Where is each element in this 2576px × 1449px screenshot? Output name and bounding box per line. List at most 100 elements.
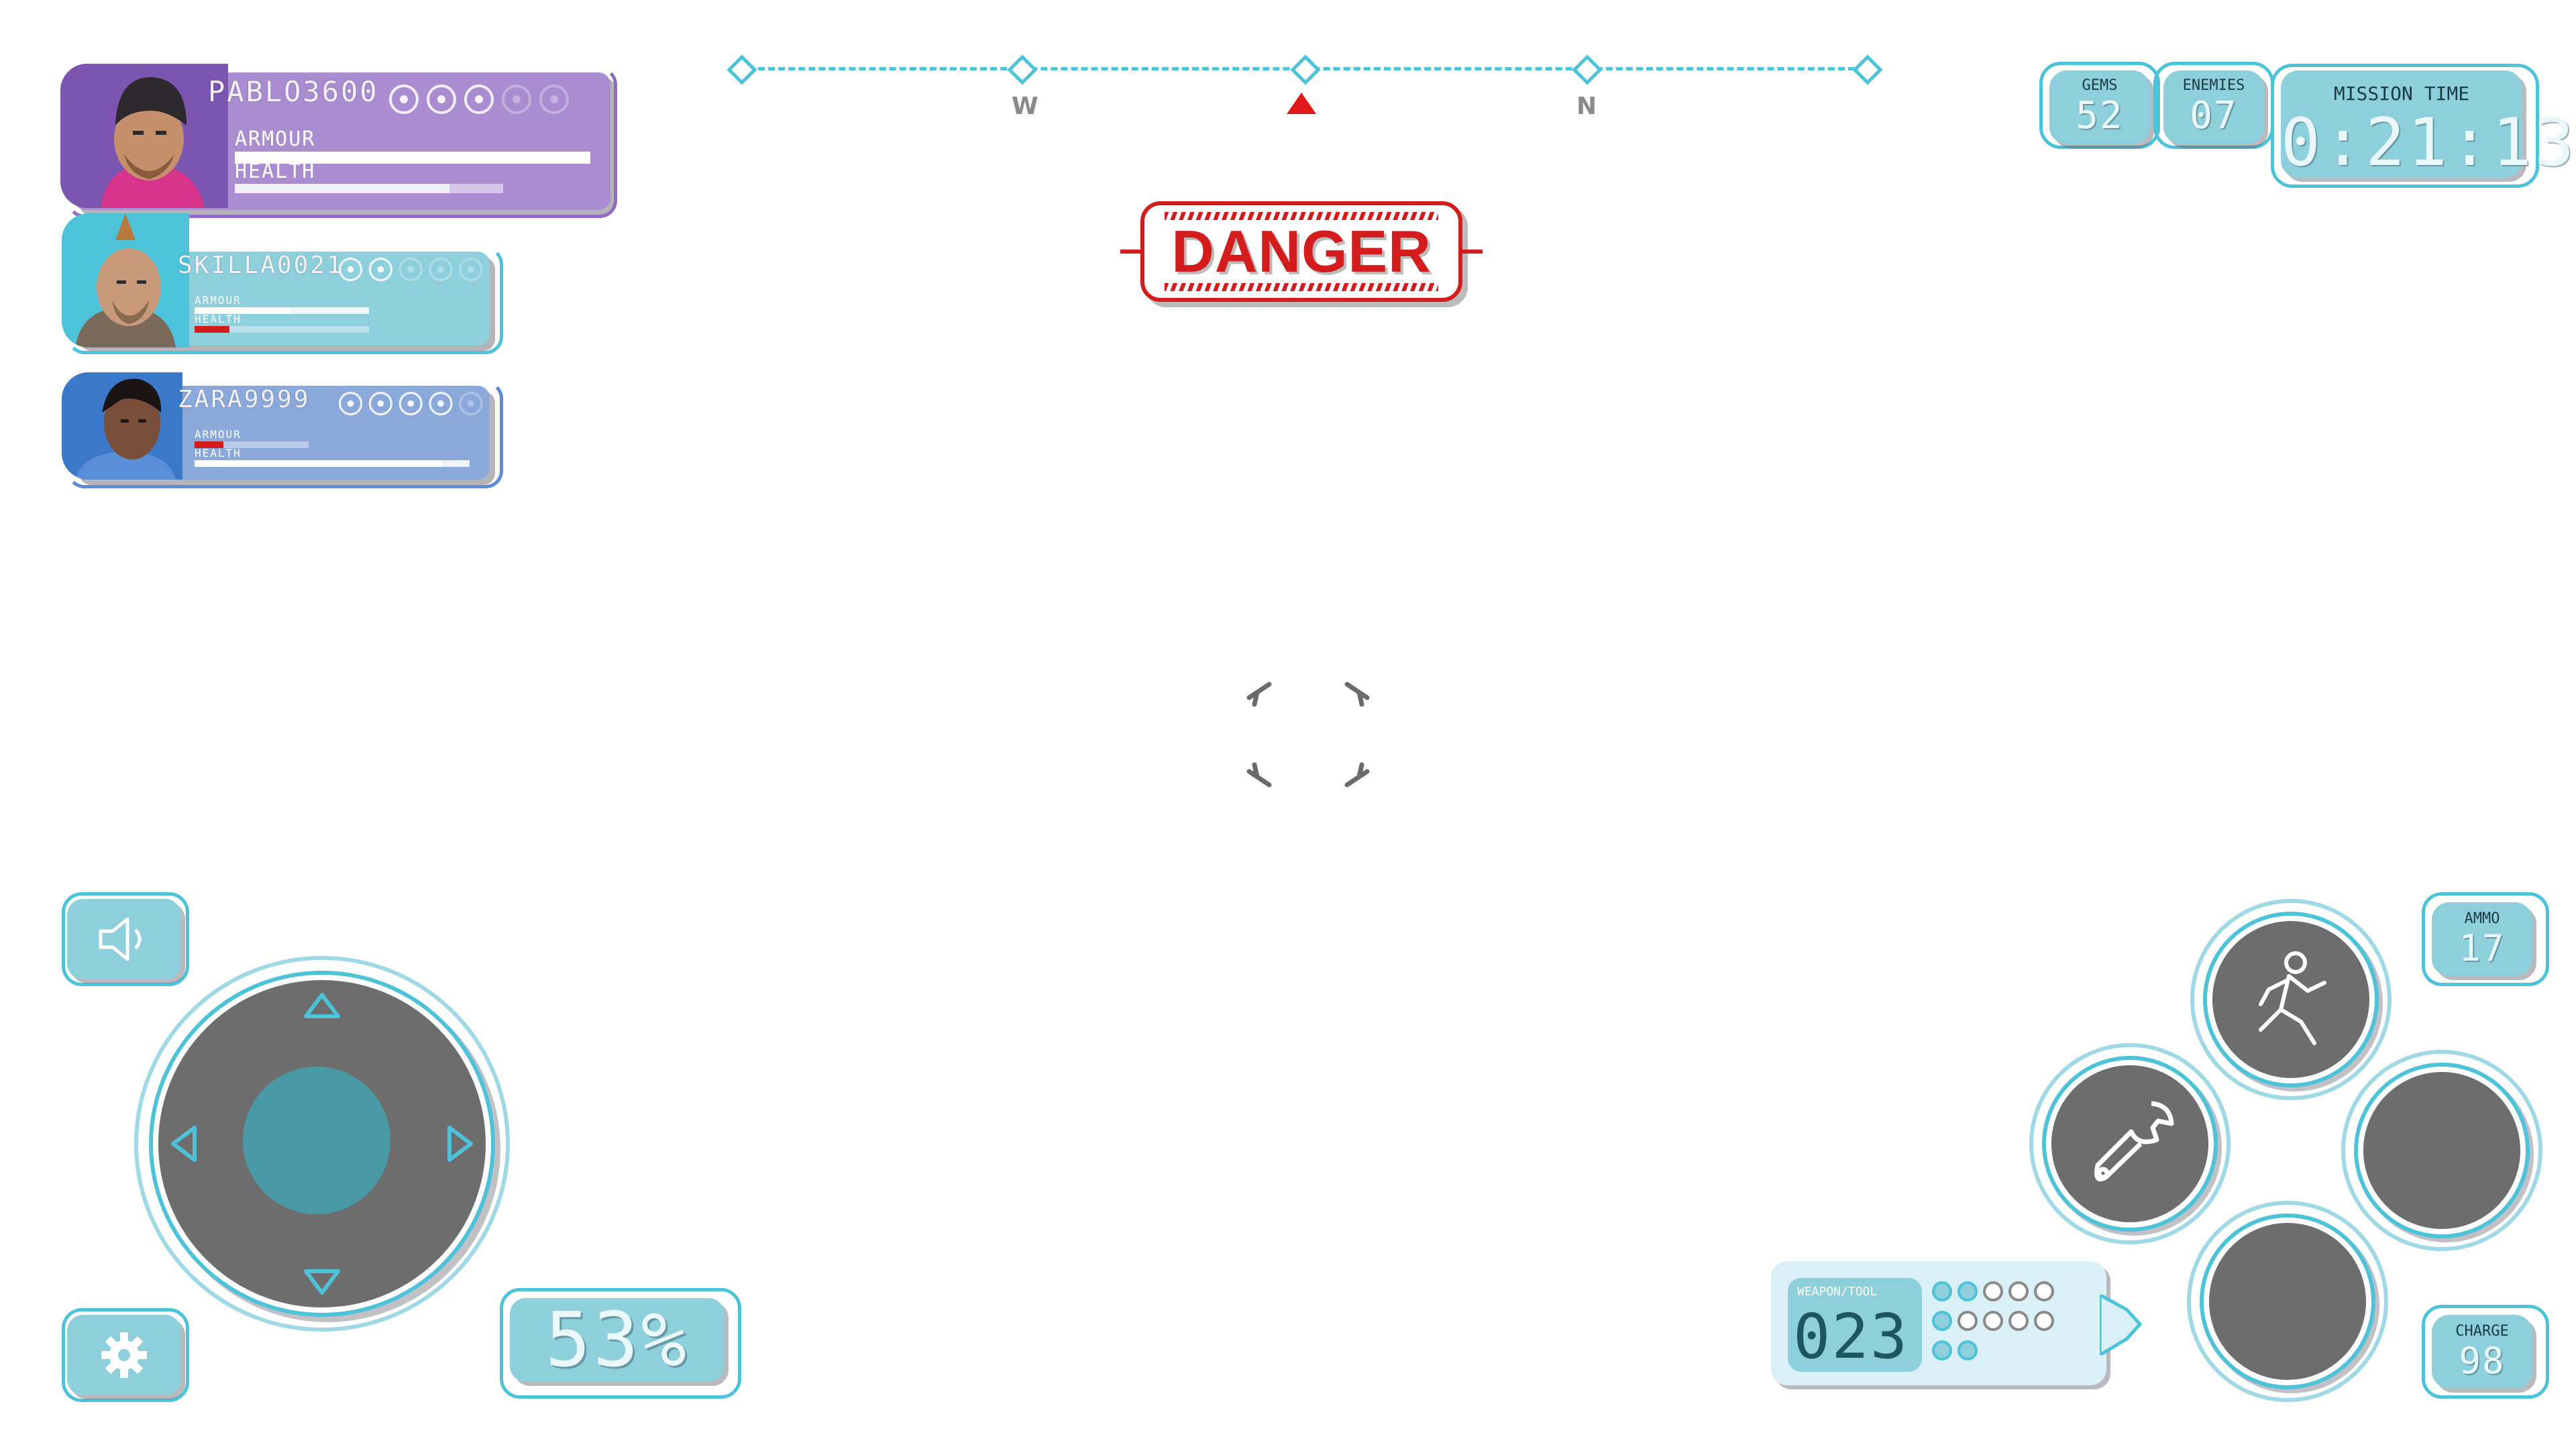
weapon-panel-tip	[2100, 1295, 2143, 1355]
health-bar	[195, 460, 470, 467]
weapon-value: 023	[1793, 1301, 1909, 1373]
armour-bar	[195, 307, 369, 314]
compass-tick	[1572, 54, 1603, 85]
weapon-slot	[1983, 1311, 2003, 1331]
running-man-icon	[2259, 951, 2326, 1045]
weapon-slot-blank	[2034, 1340, 2059, 1360]
arrow-right-icon	[447, 1126, 473, 1162]
weapon-slots	[1932, 1281, 2059, 1360]
life-ring	[398, 392, 423, 416]
health-bar	[195, 326, 369, 333]
health-label: HEALTH	[235, 160, 316, 183]
armour-label: ARMOUR	[195, 428, 241, 441]
player-avatar	[60, 64, 228, 208]
life-ring	[339, 258, 363, 282]
gems-counter: GEMS 52	[2049, 70, 2150, 144]
health-label: HEALTH	[195, 447, 241, 460]
compass-tick	[1852, 54, 1883, 85]
player-avatar	[62, 372, 182, 480]
weapon-slot	[2034, 1311, 2054, 1331]
lives-indicator	[339, 258, 483, 282]
mission-time-value: 0:21:13	[2281, 105, 2576, 181]
life-ring	[429, 392, 453, 416]
ammo-label: AMMO	[2464, 910, 2500, 927]
player-name: PABLO3600	[208, 75, 379, 108]
run-button[interactable]	[2207, 916, 2375, 1083]
sound-button[interactable]	[67, 899, 181, 979]
compass-tick	[1290, 54, 1321, 85]
lives-indicator	[389, 85, 569, 114]
weapon-slot	[2008, 1281, 2029, 1301]
arrow-down-icon	[304, 1269, 340, 1295]
player-name: ZARA9999	[178, 386, 311, 413]
enemies-label: ENEMIES	[2182, 77, 2245, 94]
weapon-display: WEAPON/TOOL 023	[1788, 1278, 1922, 1373]
life-ring	[427, 85, 456, 114]
percent-value: 53%	[545, 1296, 690, 1384]
health-bar-fill	[195, 460, 442, 467]
mission-time-label: MISSION TIME	[2333, 83, 2470, 105]
danger-alert: DANGER	[1120, 201, 1483, 302]
arrow-left-icon	[171, 1126, 197, 1162]
tool-button[interactable]	[2046, 1060, 2214, 1228]
ammo-value: 17	[2459, 927, 2506, 969]
danger-tab-left	[1120, 250, 1140, 254]
health-label: HEALTH	[195, 313, 241, 325]
weapon-slot	[1957, 1340, 1978, 1360]
ammo-counter: AMMO 17	[2432, 902, 2532, 976]
weapon-slot-blank	[2008, 1340, 2034, 1360]
weapon-slot-blank	[1983, 1340, 2008, 1360]
weapon-slot	[1957, 1281, 1978, 1301]
weapon-label: WEAPON/TOOL	[1797, 1285, 1878, 1299]
life-ring	[502, 85, 531, 114]
danger-text: DANGER	[1171, 218, 1432, 284]
compass-heading-marker	[1287, 93, 1316, 114]
speaker-icon	[99, 917, 142, 961]
weapon-slot	[1957, 1311, 1978, 1331]
health-bar-fill	[195, 326, 229, 333]
armour-label: ARMOUR	[195, 294, 241, 307]
life-ring	[368, 392, 392, 416]
weapon-slot	[1983, 1281, 2003, 1301]
life-ring	[539, 85, 569, 114]
life-ring	[464, 85, 494, 114]
life-ring	[398, 258, 423, 282]
charge-label: CHARGE	[2455, 1323, 2509, 1340]
compass-letter-north: N	[1576, 93, 1597, 120]
weapon-slot	[1932, 1340, 1952, 1360]
armour-label: ARMOUR	[235, 127, 316, 151]
joystick-arrows	[171, 993, 473, 1295]
player-avatar	[62, 213, 189, 347]
enemies-value: 07	[2190, 94, 2238, 138]
health-bar-fill	[235, 184, 449, 193]
charge-value: 98	[2459, 1340, 2506, 1382]
armour-bar-fill	[195, 441, 223, 448]
player-name: SKILLA0021	[178, 252, 343, 279]
armour-bar	[195, 441, 309, 448]
enemies-counter: ENEMIES 07	[2163, 70, 2264, 144]
action-button-bottom[interactable]	[2204, 1218, 2371, 1385]
action-button-right[interactable]	[2358, 1067, 2526, 1234]
gear-icon	[101, 1332, 147, 1378]
mission-timer: MISSION TIME 0:21:13	[2281, 70, 2576, 181]
lives-indicator	[339, 392, 483, 416]
weapon-slot	[2034, 1281, 2054, 1301]
life-ring	[368, 258, 392, 282]
weapon-slot	[2008, 1311, 2029, 1331]
compass-tick	[1007, 54, 1038, 85]
percent-display: 53%	[510, 1296, 724, 1384]
crosshair-reticle	[1246, 682, 1370, 788]
charge-counter: CHARGE 98	[2432, 1315, 2532, 1389]
armour-bar-fill	[195, 307, 290, 314]
wrench-icon	[2094, 1101, 2174, 1182]
life-ring	[459, 392, 483, 416]
compass-tick	[727, 54, 757, 85]
life-ring	[339, 392, 363, 416]
joystick-knob[interactable]	[243, 1067, 390, 1214]
armour-bar-fill	[235, 152, 590, 164]
compass-letter-west: W	[1012, 93, 1038, 120]
danger-tab-right	[1462, 250, 1483, 254]
gems-value: 52	[2076, 94, 2124, 138]
life-ring	[389, 85, 419, 114]
settings-button[interactable]	[67, 1315, 181, 1395]
